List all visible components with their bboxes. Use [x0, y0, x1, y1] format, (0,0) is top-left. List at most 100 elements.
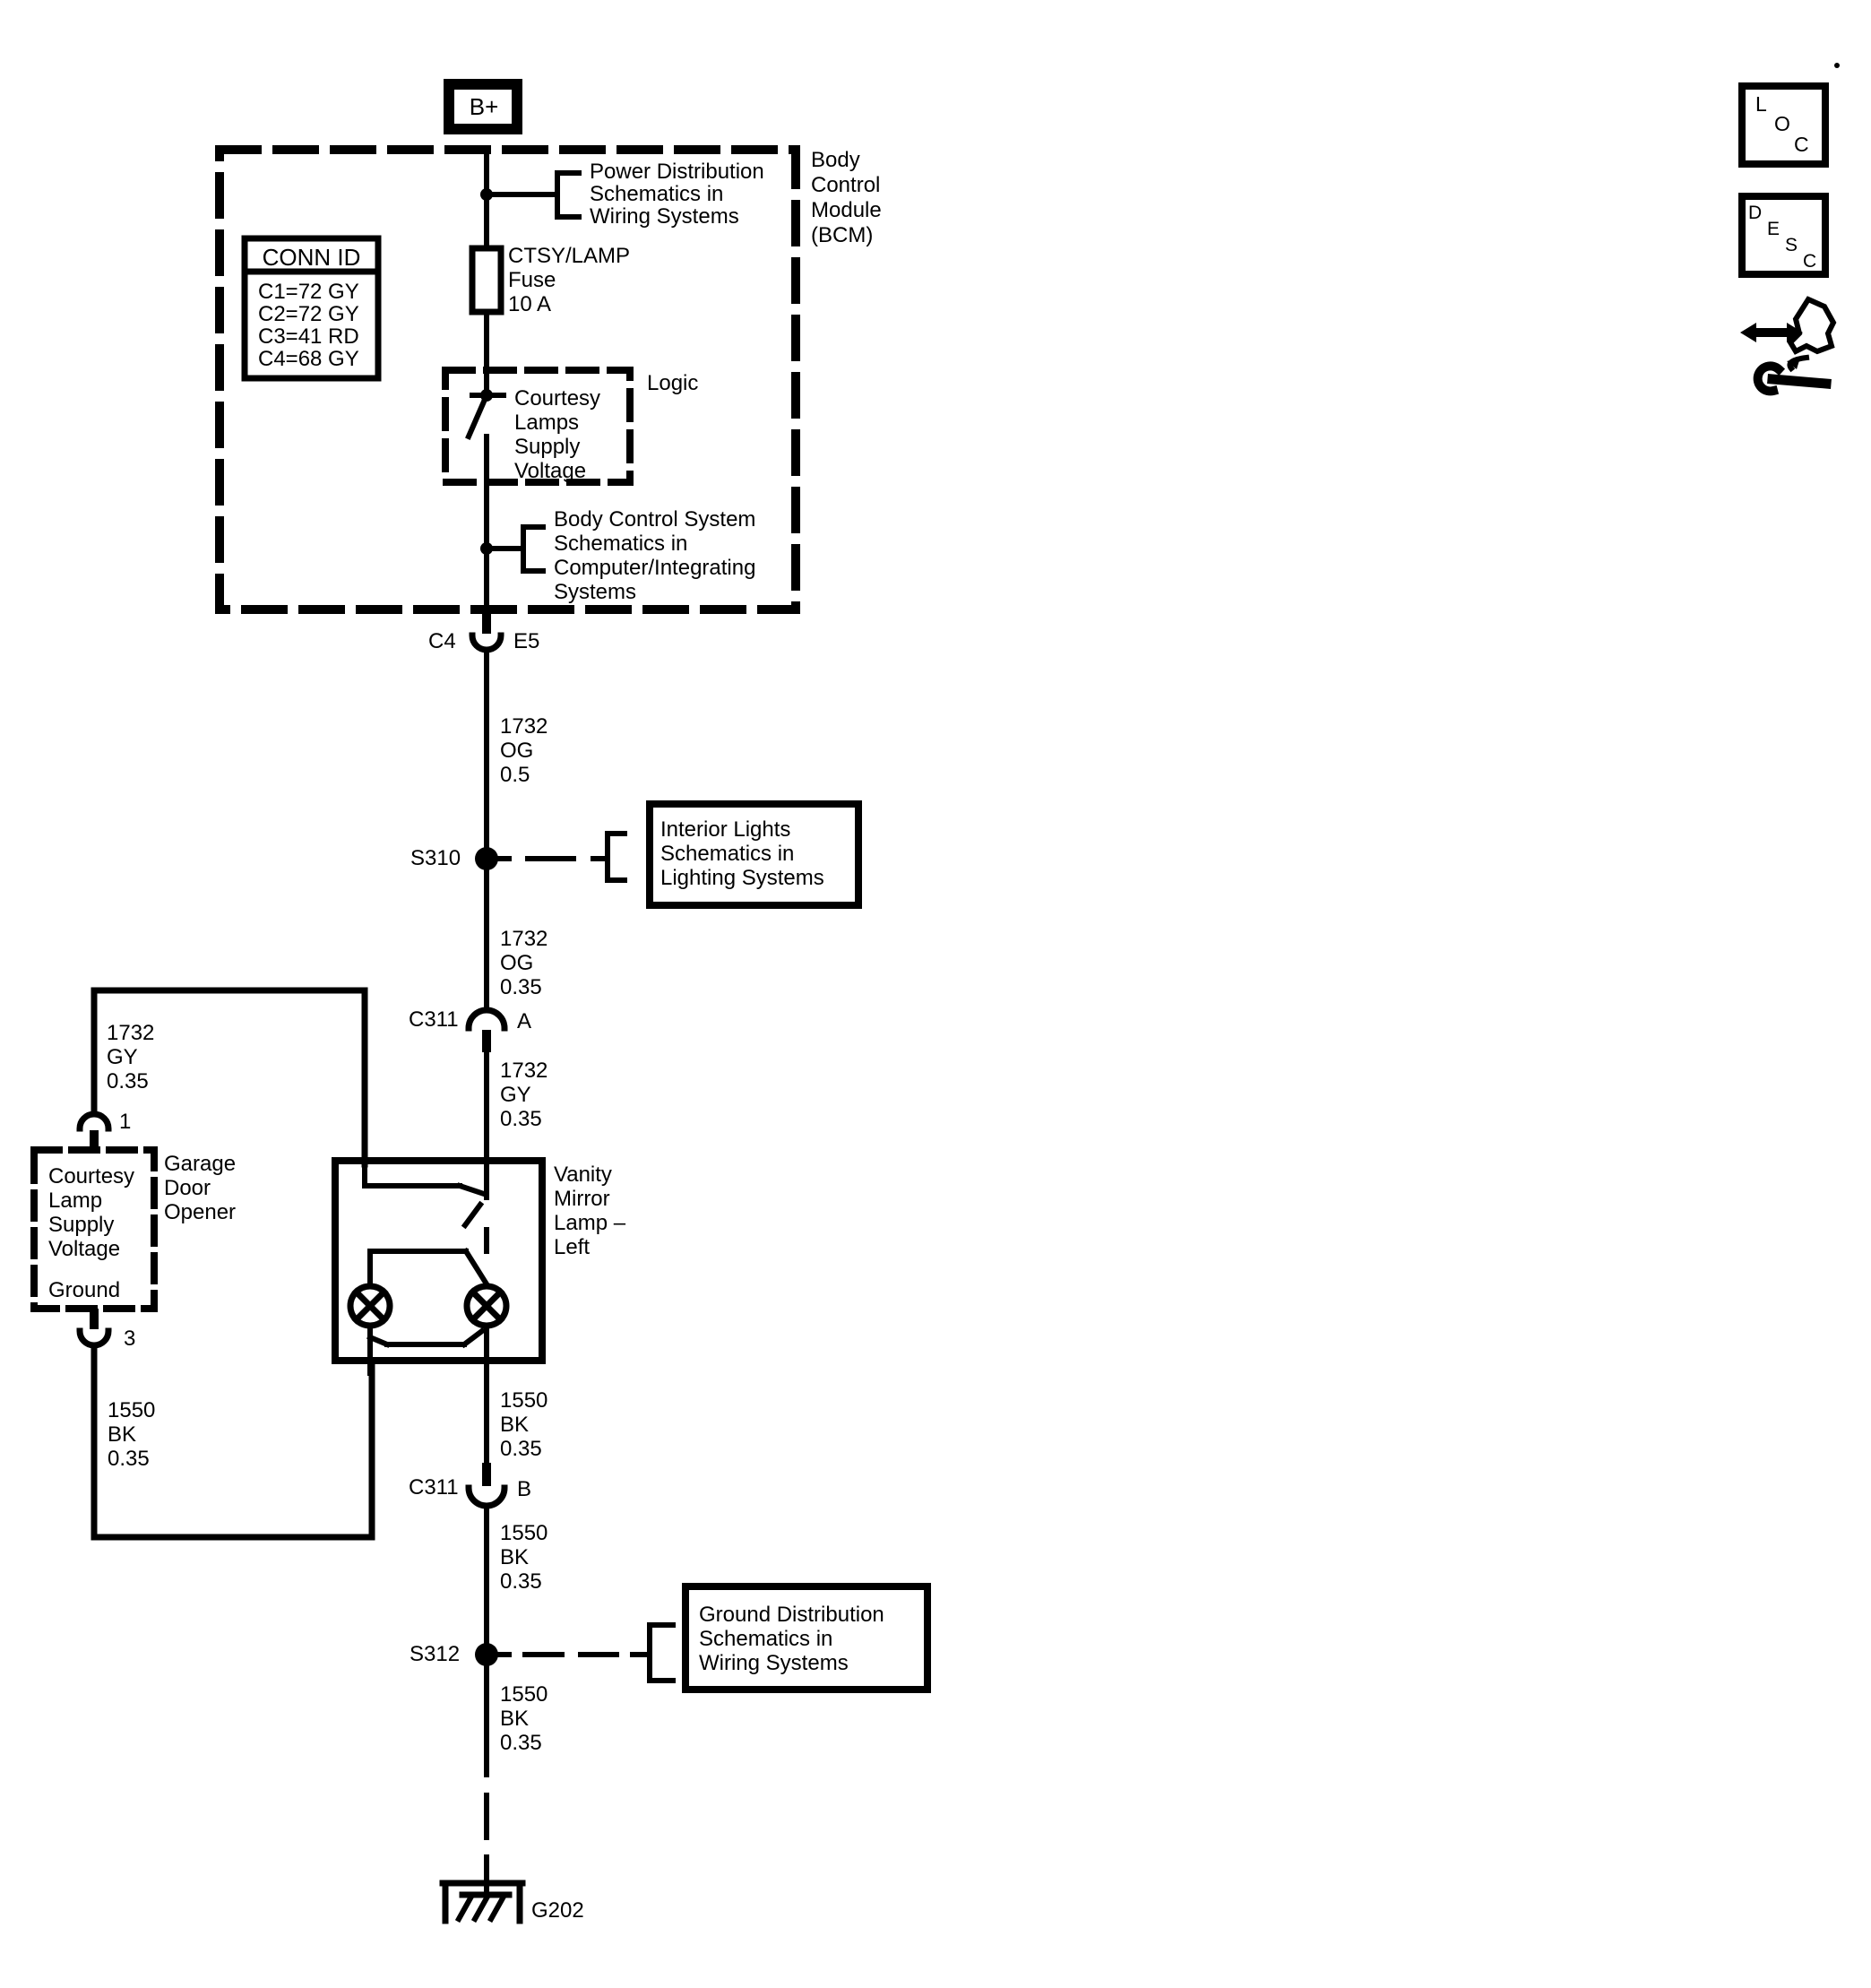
wire-label: 1550 BK 0.35 [500, 1521, 548, 1594]
c4-pin-label: E5 [513, 629, 540, 653]
fuse-icon [469, 245, 504, 315]
wire-line: 0.35 [500, 1569, 542, 1594]
wire-line: OG [500, 951, 534, 975]
ground-label: G202 [531, 1898, 584, 1923]
wire-line: 1550 [500, 1521, 548, 1545]
wire-label: 1550 BK 0.35 [500, 1682, 548, 1755]
desc-letter: D [1748, 203, 1763, 223]
note-line: Wiring Systems [699, 1651, 849, 1675]
vanity-title-line: Mirror [554, 1187, 610, 1211]
c4-connector-icon [469, 610, 504, 653]
wire-label: 1732 GY 0.35 [500, 1059, 548, 1131]
conn-id-row: C2=72 GY [258, 302, 359, 326]
note-line: Lighting Systems [660, 866, 824, 890]
gdo-ground-signal: Ground [48, 1278, 121, 1302]
conn-id-table-frame [241, 235, 382, 382]
c311-a-connector-icon [465, 1007, 508, 1052]
power-note: Power Distribution Schematics in Wiring … [590, 160, 764, 228]
vanity-lamp-title: Vanity Mirror Lamp – Left [554, 1163, 625, 1259]
signal-line: Courtesy [514, 386, 601, 411]
interior-lights-note: Interior Lights Schematics in Lighting S… [660, 817, 824, 890]
vanity-title-line: Vanity [554, 1163, 612, 1187]
wire-line: 1732 [500, 927, 548, 951]
conn-id-rows: C1=72 GY C2=72 GY C3=41 RD C4=68 GY [258, 281, 359, 370]
stray-dot [1834, 63, 1840, 68]
wire-line: GY [500, 1083, 531, 1107]
note-line: Systems [554, 580, 637, 604]
interior-lights-note-box [646, 800, 862, 909]
signal-line: Supply [514, 435, 581, 459]
c311b-connector-label: C311 [409, 1475, 459, 1500]
junction-dot [480, 542, 493, 555]
note-line: Interior Lights [660, 817, 791, 842]
loc-letter: O [1774, 112, 1790, 135]
navigate-wrench-icon[interactable] [1740, 296, 1837, 396]
wire-line: OG [500, 739, 534, 763]
c311b-pin-label: B [517, 1477, 532, 1501]
bcm-title-line: (BCM) [811, 223, 874, 247]
wire-label: 1550 BK 0.35 [108, 1398, 155, 1471]
switch-signal-label: Courtesy Lamps Supply Voltage [514, 386, 600, 483]
fuse-label: CTSY/LAMP Fuse 10 A [508, 244, 630, 316]
wire-line: 0.35 [500, 1437, 542, 1461]
gdo-title-line: Door [164, 1176, 211, 1200]
note-line: Wiring Systems [590, 204, 739, 229]
c311-b-connector-icon [465, 1463, 508, 1509]
wire-line: 0.35 [500, 1731, 542, 1755]
gdo-title-line: Opener [164, 1200, 237, 1224]
wire-line: BK [500, 1545, 530, 1569]
wire-line: 0.35 [500, 975, 542, 999]
body-control-callout [484, 524, 546, 574]
conn-id-row: C3=41 RD [258, 324, 359, 349]
bulb-icon [347, 1283, 393, 1329]
power-distribution-callout [484, 170, 582, 220]
note-line: Body Control System [554, 507, 756, 532]
wire-label: 1732 OG 0.5 [500, 714, 548, 787]
ground-dist-note: Ground Distribution Schematics in Wiring… [699, 1603, 884, 1675]
interior-lights-callout [496, 831, 627, 883]
battery-symbol-box [444, 79, 522, 134]
note-line: Ground Distribution [699, 1603, 884, 1627]
signal-line: Voltage [514, 459, 587, 483]
desc-icon[interactable] [1738, 193, 1829, 278]
loc-letter: L [1755, 92, 1767, 116]
loc-icon[interactable] [1738, 82, 1829, 168]
gdo-pin1-label: 1 [119, 1110, 132, 1134]
desc-letter: C [1803, 251, 1817, 272]
loc-letter: C [1794, 133, 1809, 156]
junction-dot [480, 188, 493, 201]
note-line: Schematics in [660, 842, 795, 866]
wire-label: 1550 BK 0.35 [500, 1388, 548, 1461]
wire-line: 1550 [500, 1682, 548, 1707]
wire-line: 0.35 [108, 1447, 150, 1471]
bcm-title: Body Control Module (BCM) [811, 148, 882, 248]
desc-letter: E [1767, 219, 1780, 239]
gdo-title: Garage Door Opener [164, 1152, 236, 1224]
gdo-pin1-connector-icon [76, 1111, 112, 1150]
logic-label: Logic [647, 371, 699, 395]
vanity-title-line: Left [554, 1235, 591, 1259]
wire-line: BK [500, 1413, 530, 1437]
wire-line: 1732 [500, 1059, 548, 1083]
vanity-title-line: Lamp – [554, 1211, 626, 1235]
gdo-pin3-connector-icon [76, 1309, 112, 1349]
bcm-title-line: Control [811, 173, 881, 197]
ground-dist-note-box [682, 1583, 931, 1693]
note-line: Power Distribution [590, 160, 764, 184]
s312-splice-label: S312 [410, 1642, 461, 1666]
c311a-connector-label: C311 [409, 1007, 459, 1032]
signal-line: Lamp [48, 1188, 103, 1213]
ground-dist-callout [496, 1622, 676, 1683]
wire-label: 1732 GY 0.35 [107, 1021, 154, 1093]
signal-line: Lamps [514, 411, 580, 435]
fuse-line: Fuse [508, 268, 556, 292]
wire-line: 1550 [500, 1388, 548, 1413]
bcm-title-line: Body [811, 148, 860, 172]
s312-splice-dot [475, 1643, 498, 1666]
wire-label: 1732 OG 0.35 [500, 927, 548, 999]
fuse-line: 10 A [508, 292, 552, 316]
c4-connector-label: C4 [428, 629, 456, 653]
wire-line: BK [500, 1707, 530, 1731]
wire-line: 0.35 [500, 1107, 542, 1131]
